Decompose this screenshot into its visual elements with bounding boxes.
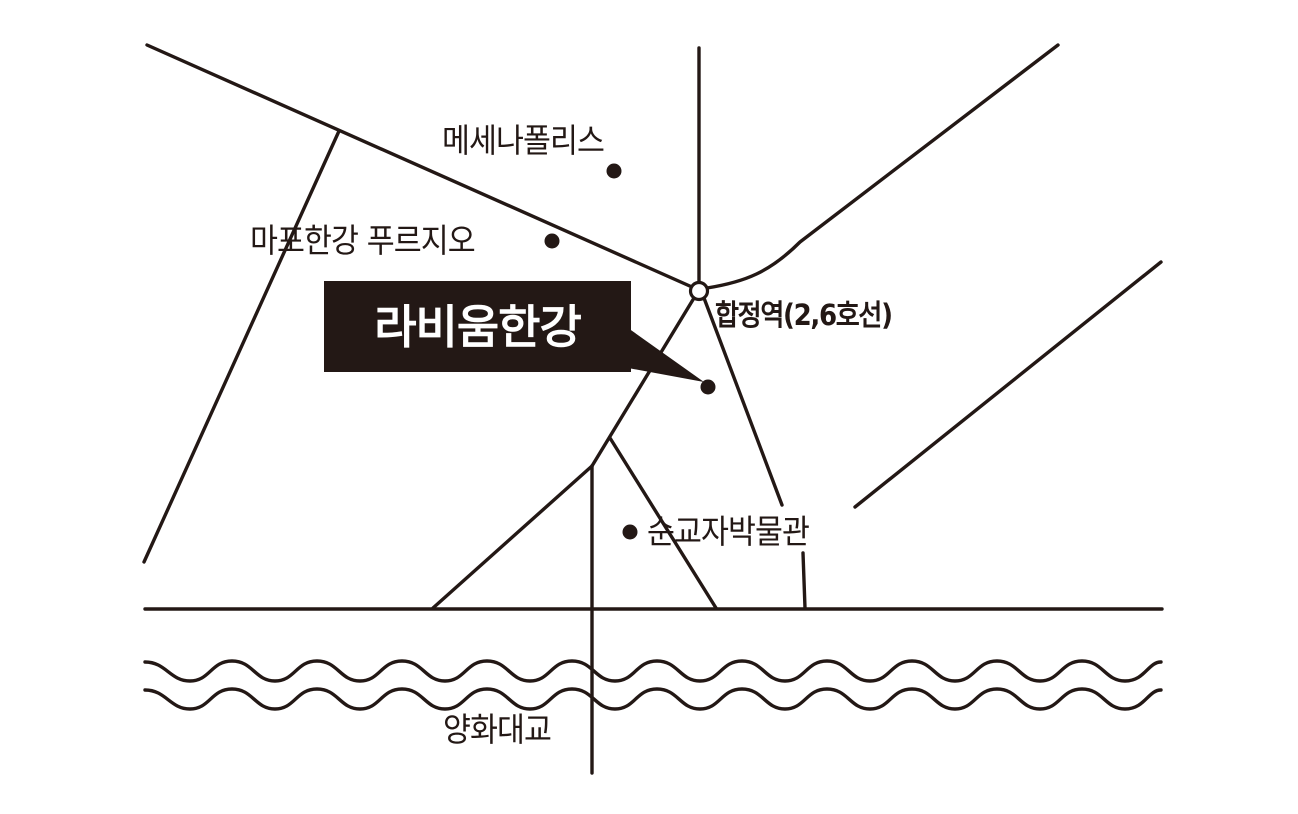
station-ring-icon — [688, 280, 710, 302]
bridge-label-yanghwa: 양화대교 — [443, 710, 552, 749]
poi-dot-icon — [622, 524, 638, 540]
poi-dot-icon — [700, 379, 716, 395]
road-east — [853, 260, 1163, 509]
callout-pointer — [628, 328, 704, 382]
river-wave-lower — [143, 687, 1163, 711]
landmark-label-mapo-prugio: 마포한강 푸르지오 — [250, 221, 476, 260]
road-west-branch — [142, 129, 341, 564]
road-south-branch — [608, 436, 718, 610]
river-wave-upper — [143, 659, 1163, 683]
poi-dot-icon — [606, 163, 622, 179]
road-stub — [801, 551, 807, 610]
road-northeast — [705, 43, 1060, 290]
river-wave-icon — [143, 659, 1163, 711]
road-northwest — [145, 43, 694, 289]
highlight-name: 라비움한강 — [374, 299, 582, 354]
road-southeast — [702, 296, 784, 507]
station-label-hapjeong: 합정역(2,6호선) — [715, 298, 893, 332]
road-southwest-lower — [431, 464, 594, 610]
road-network — [142, 43, 1164, 775]
poi-dot-icon — [544, 233, 560, 249]
landmark-label-martyrs-museum: 순교자박물관 — [647, 512, 810, 551]
highlight-callout: 라비움한강 — [324, 281, 631, 372]
landmark-label-mecenapolis: 메세나폴리스 — [442, 121, 605, 160]
